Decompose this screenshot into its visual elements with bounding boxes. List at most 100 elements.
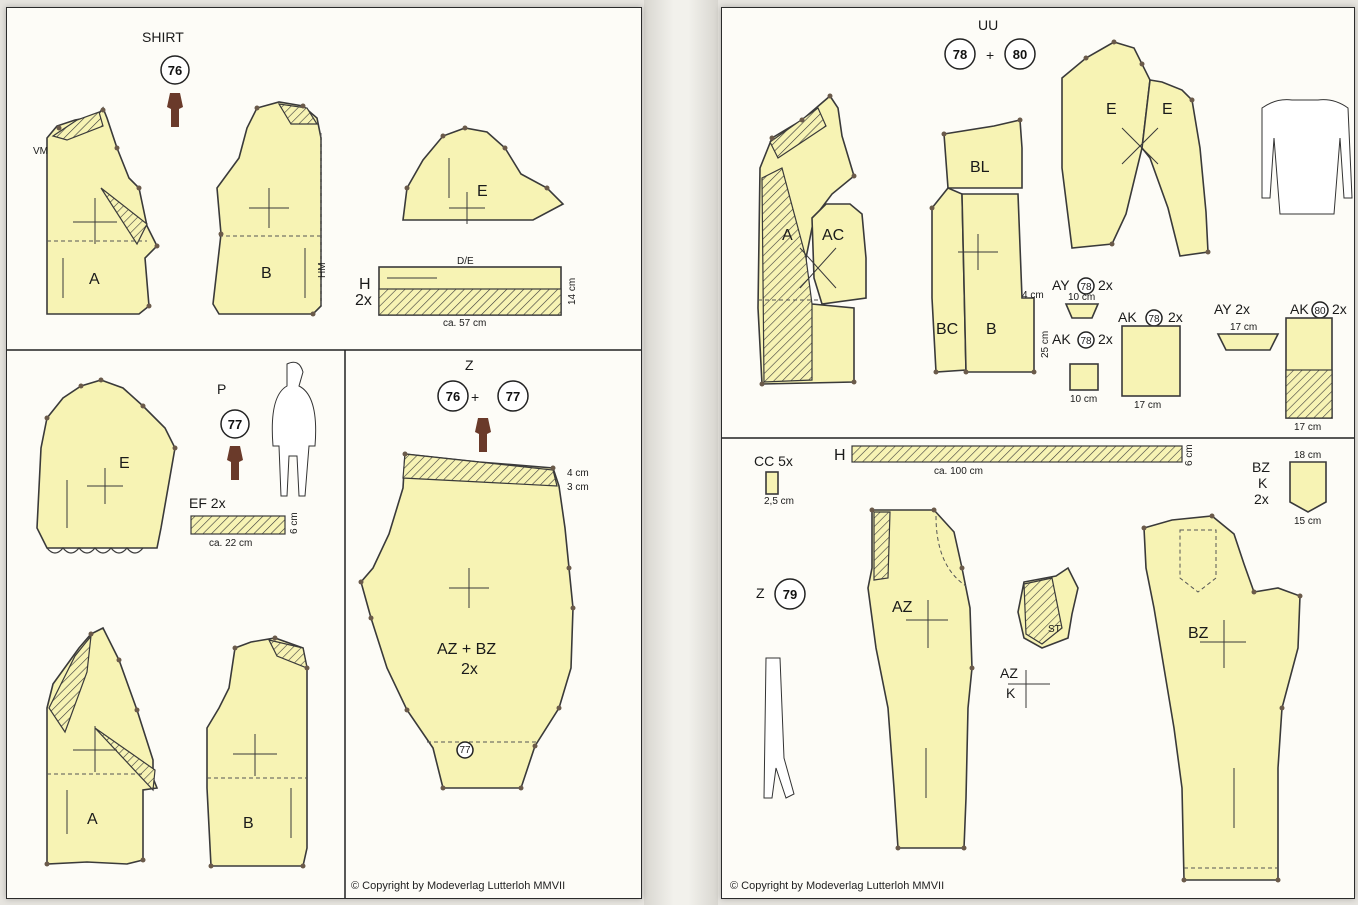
- uu-piece-AY2: [1216, 333, 1280, 351]
- azk-2: K: [1006, 685, 1016, 701]
- uu-ak3-w: 17 cm: [1294, 422, 1321, 433]
- dress-form-icon: [227, 446, 243, 480]
- z79-title: Z: [756, 585, 765, 601]
- cc-piece: [765, 471, 779, 495]
- model-badge-79: [774, 578, 806, 610]
- shirt-a-collar-hatch: [51, 111, 104, 141]
- p-ef-label: EF 2x: [189, 495, 226, 511]
- uu-ak2-qty: 2x: [1168, 309, 1183, 325]
- uu-label-BC: BC: [936, 321, 958, 338]
- model-badge-80: [1004, 38, 1036, 70]
- z-title: Z: [465, 357, 474, 373]
- p-piece-B: [206, 637, 308, 867]
- uu-piece-E2: [1141, 79, 1209, 257]
- z-model-1: 76: [446, 389, 460, 404]
- shirt-model: 76: [168, 63, 182, 78]
- p-model: 77: [228, 417, 242, 432]
- bzk-1: BZ: [1252, 459, 1270, 475]
- uu-ak3-label: AK: [1290, 301, 1309, 317]
- uu-ak3-model: 80: [1314, 306, 1326, 317]
- p-ef-height: 6 cm: [289, 512, 300, 534]
- p-label-B: B: [243, 815, 254, 832]
- uu-piece-BL: [943, 119, 1023, 189]
- z-inner-model: 77: [459, 745, 471, 756]
- shirt-label-B: B: [261, 265, 272, 282]
- right-page-diagram: UU 78 + 80 A AC BL BC B 4 cm 25 cm E E A…: [722, 17, 1354, 883]
- uu-piece-AK2: [1121, 325, 1181, 397]
- z-qty: 2x: [461, 661, 478, 678]
- uu-label-A: A: [782, 227, 793, 244]
- shirt-h-height: 14 cm: [567, 278, 578, 305]
- uu-piece-AK1: [1069, 363, 1099, 391]
- shirt-piece-E: [402, 127, 565, 221]
- uu-ak2-w: 17 cm: [1134, 400, 1161, 411]
- uu-ak1-w: 10 cm: [1070, 394, 1097, 405]
- uu-piece-E1: [1061, 41, 1151, 249]
- uu-a-facing-hatch: [761, 167, 813, 383]
- uu-label-E1: E: [1106, 101, 1117, 118]
- shirt-label-E: E: [477, 183, 488, 200]
- p-piece-EF: [190, 515, 286, 535]
- model-badge-77: [220, 409, 250, 439]
- left-page: SHIRT 76 A VM B HM E H 2x D/E ca. 57 cm …: [6, 7, 642, 899]
- z-model-2: 77: [506, 389, 520, 404]
- uu-label-B: B: [986, 321, 997, 338]
- cc-label: CC 5x: [754, 453, 793, 469]
- bottom-h-width: ca. 100 cm: [934, 466, 983, 477]
- cc-width: 2,5 cm: [764, 496, 794, 507]
- bottom-piece-H: [851, 445, 1183, 463]
- uu-ay2-label: AY 2x: [1214, 301, 1250, 317]
- uu-plus: +: [986, 47, 994, 63]
- uu-b-height: 25 cm: [1040, 331, 1051, 358]
- uu-ak1-label: AK: [1052, 331, 1071, 347]
- p-ef-width: ca. 22 cm: [209, 538, 252, 549]
- shirt-title: SHIRT: [142, 29, 184, 45]
- uu-piece-BC: [931, 187, 967, 373]
- uu-title: UU: [978, 17, 998, 33]
- uu-ak1-qty: 2x: [1098, 331, 1113, 347]
- z-piece-label: AZ + BZ: [437, 641, 496, 658]
- uu-b-note: 4 cm: [1022, 290, 1044, 301]
- bottom-h-height: 6 cm: [1184, 444, 1195, 466]
- book-gutter: [644, 0, 718, 905]
- shirt-h-de: D/E: [457, 256, 474, 267]
- right-page: UU 78 + 80 A AC BL BC B 4 cm 25 cm E E A…: [721, 7, 1355, 899]
- copyright-right: © Copyright by Modeverlag Lutterloh MMVI…: [730, 880, 945, 892]
- bzk-2: K: [1258, 475, 1268, 491]
- p-label-E: E: [119, 455, 130, 472]
- uu-piece-AC: [811, 203, 867, 305]
- shirt-a-dart: [100, 187, 148, 246]
- shirt-hm: HM: [317, 262, 328, 278]
- bottom-h-label: H: [834, 447, 846, 464]
- bzk-w2: 15 cm: [1294, 516, 1321, 527]
- bzk-w1: 18 cm: [1294, 450, 1321, 461]
- bottom-piece-AZ: [867, 509, 973, 849]
- garment-sketch-uu: [1261, 99, 1353, 215]
- z-band-top: 4 cm: [567, 468, 589, 479]
- uu-label-BL: BL: [970, 159, 990, 176]
- uu-label-E2: E: [1162, 101, 1173, 118]
- bottom-label-AZ: AZ: [892, 599, 913, 616]
- measurement-dots: [44, 103, 576, 869]
- shirt-b-yoke-hatch: [277, 103, 319, 125]
- uu-ak2-label: AK: [1118, 309, 1137, 325]
- shirt-h-width: ca. 57 cm: [443, 318, 486, 329]
- measurement-dots-right: [759, 39, 1303, 883]
- shirt-label-A: A: [89, 271, 100, 288]
- p-piece-E: [36, 379, 176, 549]
- model-badge-77b: [497, 380, 529, 412]
- dress-form-icon: [167, 93, 183, 127]
- uu-ay1-w: 10 cm: [1068, 292, 1095, 303]
- uu-ak2-model: 78: [1148, 314, 1160, 325]
- uu-ay1-model: 78: [1080, 282, 1092, 293]
- shirt-h-qty: 2x: [355, 292, 372, 309]
- copyright-left: © Copyright by Modeverlag Lutterloh MMVI…: [351, 880, 566, 892]
- bzk-piece: [1289, 461, 1327, 513]
- p-title: P: [217, 381, 226, 397]
- shirt-vm: VM: [33, 146, 48, 157]
- left-page-diagram: SHIRT 76 A VM B HM E H 2x D/E ca. 57 cm …: [7, 29, 641, 898]
- garment-sketch-p: [271, 361, 317, 497]
- model-badge-76: [160, 55, 190, 85]
- z-band-bottom: 3 cm: [567, 482, 589, 493]
- uu-ay2-w: 17 cm: [1230, 322, 1257, 333]
